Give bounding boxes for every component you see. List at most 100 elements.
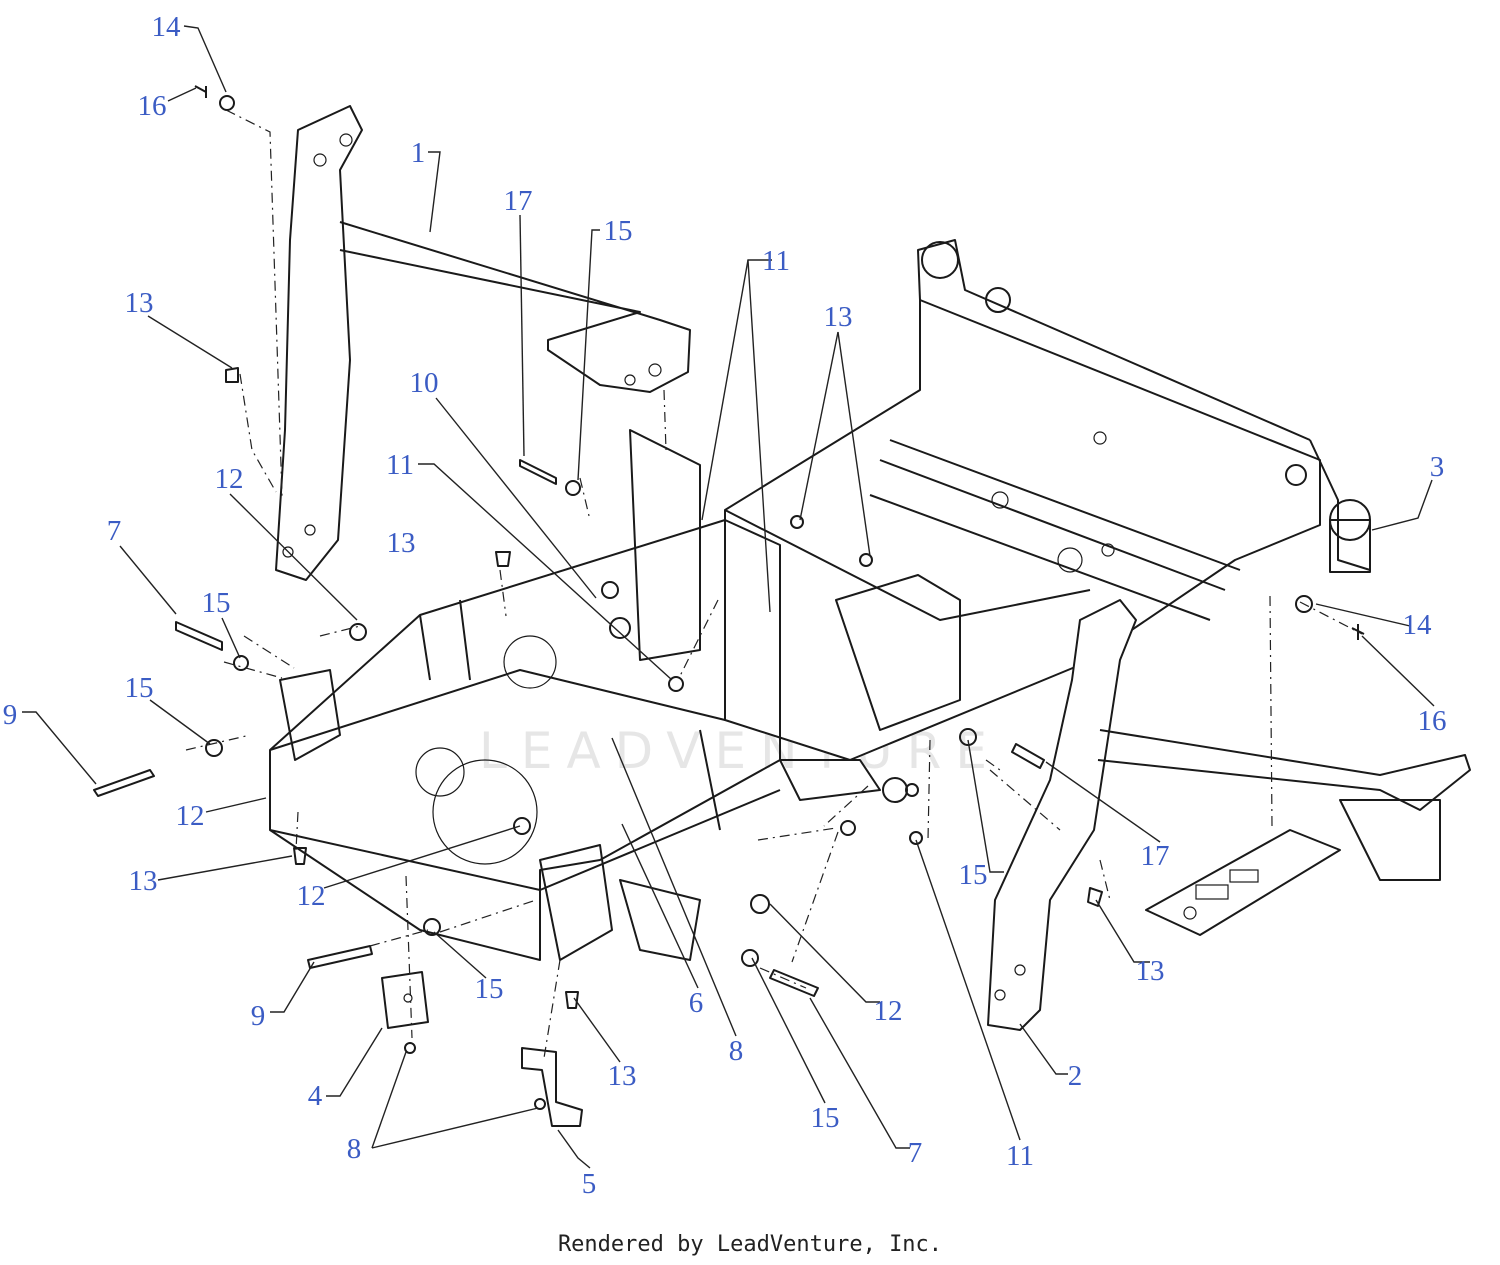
leader-line-21 (1045, 761, 1161, 843)
leader-line-20 (205, 797, 267, 813)
dash-line-13 (663, 389, 667, 451)
dash-line-10 (369, 929, 429, 947)
callout-label-c1: 1 (411, 137, 426, 169)
callout-label-c8a: 8 (729, 1035, 744, 1067)
callout-label-c13b: 13 (824, 301, 853, 333)
leader-line-13 (229, 493, 358, 621)
leader-line-35 (371, 1051, 407, 1149)
callout-label-c12c: 12 (297, 880, 326, 912)
leader-line-38 (915, 839, 1021, 1141)
left-upright-assembly (275, 105, 691, 581)
leader-line-24 (323, 825, 521, 889)
leader-line-33 (326, 1027, 383, 1097)
dash-line-3 (243, 635, 295, 669)
callout-label-c12a: 12 (215, 463, 244, 495)
callout-label-c15e: 15 (475, 973, 504, 1005)
dash-line-21 (1099, 859, 1111, 901)
dash-line-11 (439, 899, 537, 933)
callout-label-c7b: 7 (908, 1137, 923, 1169)
dash-line-16 (791, 831, 839, 963)
callout-label-c13e: 13 (1136, 955, 1165, 987)
callout-label-c15f: 15 (811, 1102, 840, 1134)
leader-line-4 (577, 229, 600, 481)
dash-line-4 (499, 569, 507, 617)
dash-line-2 (223, 661, 283, 679)
callout-label-c8b: 8 (347, 1133, 362, 1165)
dash-line-22 (1269, 595, 1273, 827)
callout-label-c11c: 11 (1006, 1140, 1034, 1172)
callout-label-c5: 5 (582, 1168, 597, 1200)
leader-line-22 (967, 739, 1004, 873)
dash-line-18 (927, 739, 931, 841)
leader-line-1 (167, 87, 197, 102)
bracket-4 (381, 971, 429, 1029)
leader-line-30 (611, 737, 737, 1037)
dash-line-9 (543, 959, 561, 1059)
callout-label-c3: 3 (1430, 451, 1445, 483)
dash-line-7 (295, 811, 299, 851)
dash-line-19 (985, 759, 1001, 771)
callout-label-c15c: 15 (125, 672, 154, 704)
leader-line-29 (270, 961, 315, 1013)
credit-line: Rendered by LeadVenture, Inc. (557, 1232, 943, 1257)
dash-line-5 (185, 735, 247, 751)
leader-line-32 (1019, 1023, 1068, 1075)
leader-line-18 (1315, 603, 1411, 627)
leader-line-15 (221, 617, 241, 659)
callout-label-c9b: 9 (251, 1000, 266, 1032)
callout-label-c17a: 17 (504, 185, 533, 217)
dash-line-12 (579, 477, 591, 521)
dash-lines (185, 109, 1363, 1059)
leader-line-36 (371, 1107, 539, 1149)
callout-label-c14b: 14 (1403, 609, 1433, 641)
leader-line-39 (557, 1129, 591, 1169)
callout-label-c9a: 9 (3, 699, 18, 731)
bracket-5 (521, 1047, 583, 1127)
leader-line-34 (751, 957, 826, 1104)
leader-line-9 (837, 331, 871, 557)
dash-line-14 (679, 599, 719, 677)
leader-lines (22, 25, 1435, 1169)
callout-label-c14a: 14 (152, 11, 182, 43)
leader-line-19 (1361, 635, 1435, 707)
leader-line-23 (157, 855, 293, 881)
callout-label-c16a: 16 (138, 90, 167, 122)
dash-line-6 (319, 625, 361, 637)
callout-label-c15b: 15 (202, 587, 231, 619)
leader-line-8 (799, 331, 839, 521)
callout-label-c13c: 13 (387, 527, 416, 559)
leader-line-3 (519, 214, 525, 457)
leader-line-2 (428, 151, 441, 233)
callout-label-c16b: 16 (1418, 705, 1447, 737)
leader-line-12 (1371, 479, 1433, 531)
callout-label-c12d: 12 (874, 995, 903, 1027)
main-chassis-frame (269, 239, 1371, 961)
callout-label-c2: 2 (1068, 1060, 1083, 1092)
dash-line-0 (225, 109, 283, 497)
callout-label-c7a: 7 (107, 515, 122, 547)
leader-line-14 (119, 545, 177, 615)
callout-label-c12b: 12 (176, 800, 205, 832)
leader-line-31 (573, 997, 621, 1063)
right-upright-assembly (987, 599, 1137, 1031)
callout-label-c17b: 17 (1141, 840, 1170, 872)
callout-label-c13d: 13 (129, 865, 158, 897)
leader-line-37 (809, 997, 910, 1149)
callout-label-c13f: 13 (608, 1060, 637, 1092)
leader-line-16 (149, 699, 211, 745)
dash-line-24 (759, 967, 807, 989)
callout-label-c15a: 15 (604, 215, 633, 247)
dash-line-17 (823, 785, 869, 827)
leader-line-10 (435, 397, 597, 599)
leader-line-25 (1095, 899, 1150, 963)
dash-line-8 (405, 875, 413, 1039)
callout-label-c4: 4 (308, 1080, 323, 1112)
callout-label-c15d: 15 (959, 859, 988, 891)
leader-line-26 (433, 931, 487, 979)
leader-line-6 (747, 259, 771, 613)
leader-line-17 (22, 711, 97, 785)
callout-label-c11a: 11 (762, 245, 790, 277)
leader-line-28 (769, 903, 880, 1003)
